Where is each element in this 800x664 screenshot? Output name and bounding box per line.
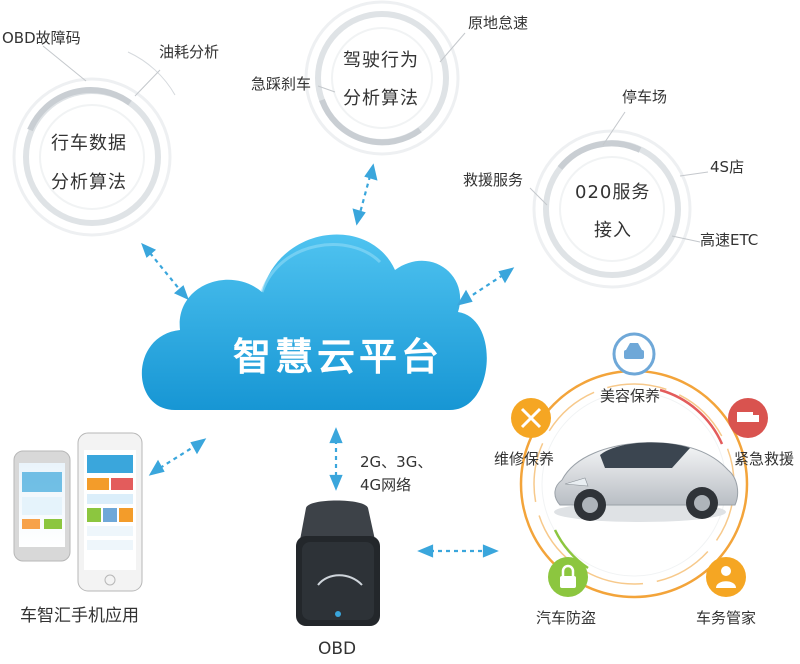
arrow-head [141, 242, 157, 258]
tag-hard-braking: 急踩刹车 [251, 75, 312, 93]
service-repair-label: 维修保养 [494, 450, 555, 468]
steward-person-icon [706, 557, 746, 597]
obd-device-illustration [296, 500, 380, 626]
network-label-2: 4G网络 [360, 476, 412, 494]
arrow-head [456, 289, 473, 306]
obd-label: OBD [318, 639, 357, 659]
o2o-title-2: 接入 [594, 220, 632, 241]
arrow-head [417, 544, 434, 558]
leader-line [679, 171, 709, 177]
tag-idle: 原地怠速 [468, 14, 529, 32]
service-steward-label: 车务管家 [696, 609, 757, 627]
leader-line [134, 69, 161, 97]
arrow-o2o-cloud [467, 274, 504, 299]
leader-line [529, 187, 548, 206]
o2o-rings [529, 111, 709, 289]
network-label-1: 2G、3G、 [360, 453, 433, 471]
leader-line [439, 32, 466, 63]
connector-arrows [141, 163, 515, 558]
tag-parking: 停车场 [622, 88, 668, 106]
tag-rescue-service: 救援服务 [463, 171, 524, 189]
arrow-head [498, 267, 515, 284]
arrow-head [329, 427, 343, 444]
driving-data-title-1: 行车数据 [51, 133, 127, 154]
app-label: 车智汇手机应用 [20, 606, 139, 626]
driving-behavior-title-2: 分析算法 [343, 88, 419, 109]
rescue-truck-icon [728, 398, 768, 438]
arrow-data-cloud [149, 252, 181, 291]
service-beauty-label: 美容保养 [600, 387, 661, 405]
arrow-head [148, 459, 165, 476]
leader-line [671, 235, 701, 243]
arrow-head [482, 544, 499, 558]
leader-line [317, 85, 336, 93]
leader-line [602, 111, 626, 146]
driving-data-rings [12, 45, 176, 237]
lock-icon [548, 557, 588, 597]
tag-obd-fault-code: OBD故障码 [2, 29, 81, 47]
service-rescue-label: 紧急救援 [734, 450, 795, 468]
car-beauty-icon [612, 332, 656, 376]
arrow-behavior-cloud [358, 175, 372, 214]
leader-line [42, 45, 87, 82]
tag-4s-store: 4S店 [710, 158, 745, 176]
arrow-head [352, 208, 366, 226]
tag-highway-etc: 高速ETC [700, 231, 759, 249]
o2o-title-1: 020服务 [575, 182, 651, 203]
arrow-app-cloud [159, 445, 196, 469]
phone-illustration [13, 432, 143, 592]
arrow-head [173, 285, 189, 301]
arrow-head [364, 163, 378, 181]
arrow-head [190, 438, 207, 455]
driving-behavior-title-1: 驾驶行为 [343, 50, 419, 71]
platform-title: 智慧云平台 [232, 335, 443, 379]
cloud-shape [141, 234, 487, 410]
wrench-icon [511, 398, 551, 438]
driving-data-title-2: 分析算法 [51, 172, 127, 193]
tag-fuel-analysis: 油耗分析 [159, 43, 220, 61]
driving-behavior-rings [304, 0, 466, 156]
car-illustration [554, 442, 739, 522]
service-antitheft-label: 汽车防盗 [536, 609, 597, 627]
arrow-head [329, 474, 343, 491]
